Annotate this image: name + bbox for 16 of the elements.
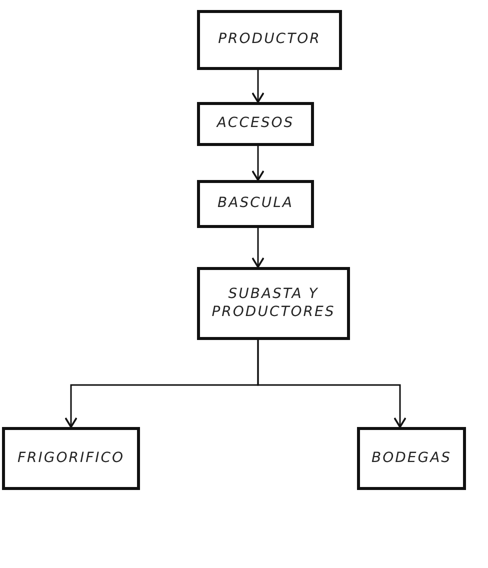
arrow (252, 146, 264, 181)
process-box (357, 427, 466, 490)
box-label: BODEGAS (371, 450, 452, 468)
box-label: FRIGORIFICO (17, 450, 125, 468)
process-box (2, 427, 140, 490)
process-box (197, 102, 314, 146)
box-label: BASCULA (218, 195, 294, 213)
box-label: PRODUCTOR (218, 31, 321, 49)
box-label: SUBASTA Y PRODUCTORES (210, 286, 336, 321)
process-box (197, 10, 342, 70)
arrow (252, 228, 264, 268)
box-label: ACCESOS (216, 115, 294, 133)
arrow (257, 340, 406, 428)
process-box (197, 267, 350, 340)
arrow (252, 70, 264, 103)
process-box (197, 180, 314, 228)
